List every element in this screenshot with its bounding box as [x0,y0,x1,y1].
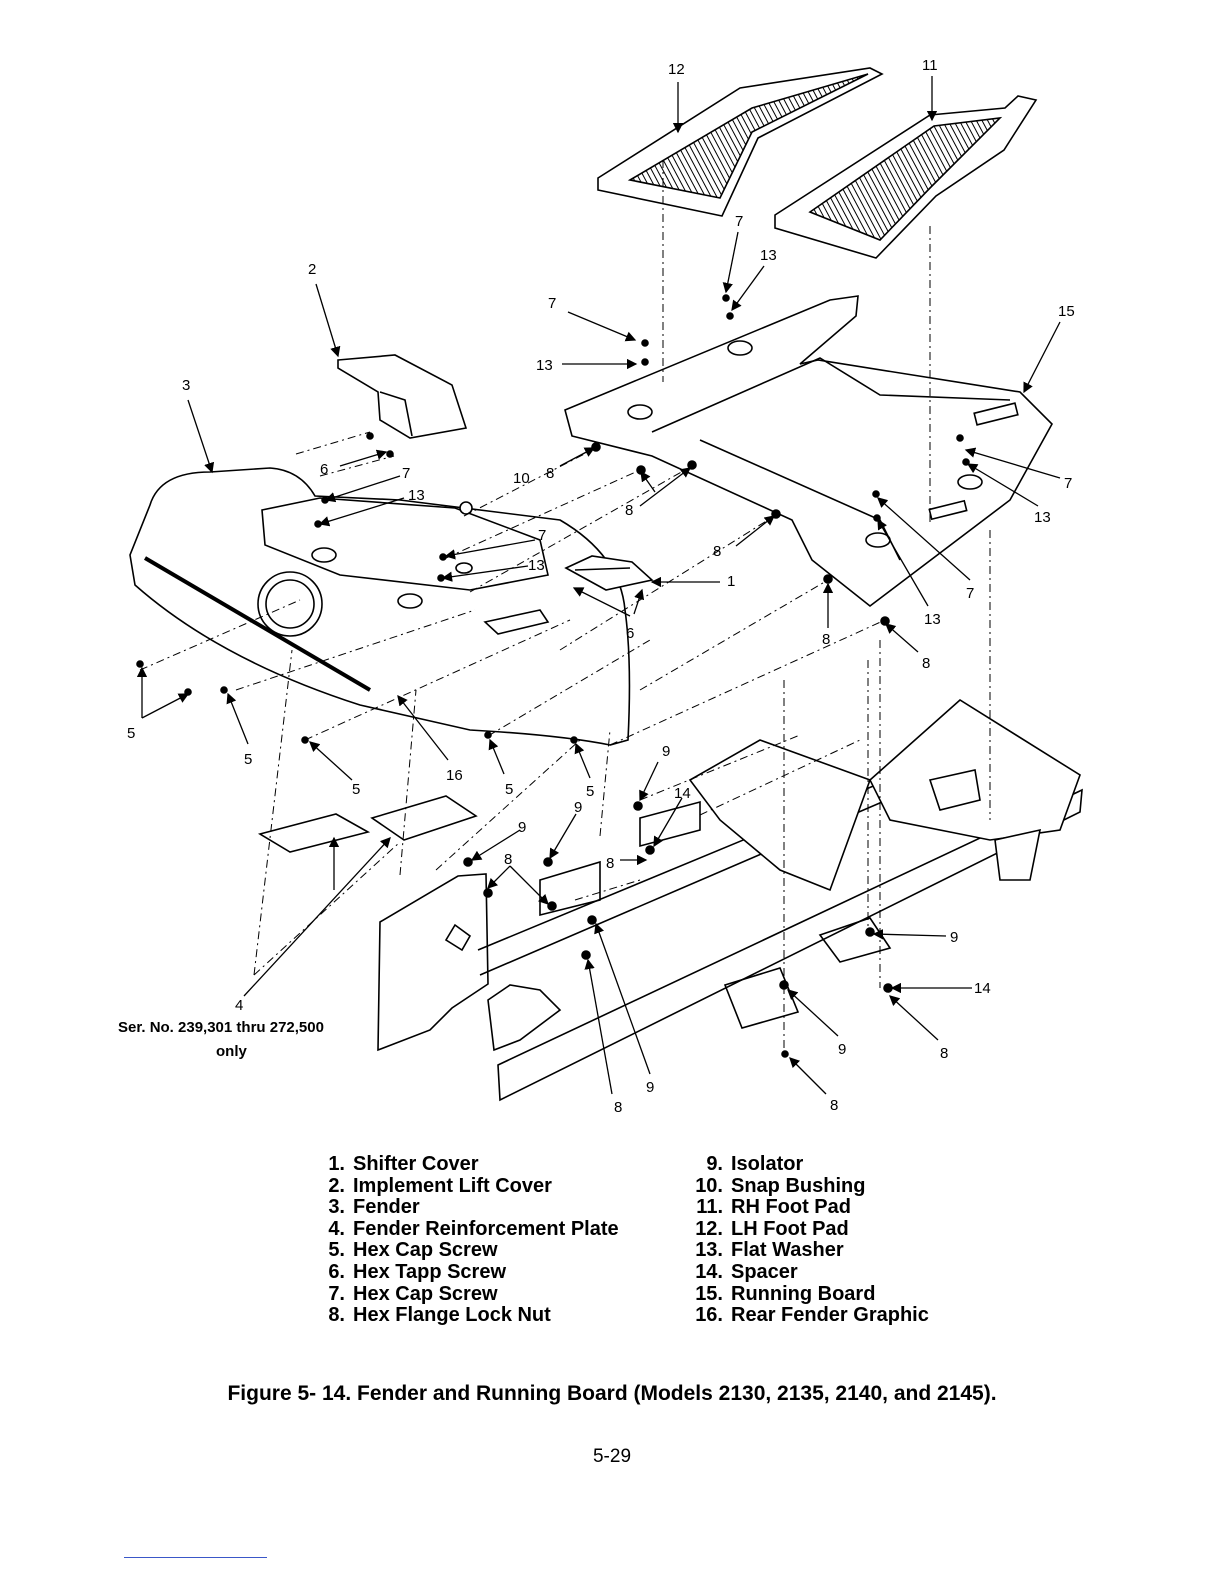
callout-8-h: 8 [940,1045,948,1062]
callout-8-g: 8 [606,855,614,872]
exploded-parts-diagram: 12 11 2 3 15 7 13 7 13 6 7 13 10 8 8 7 1… [118,57,1083,1116]
leader-lines [136,76,1061,1095]
callout-5-d: 5 [505,781,513,798]
shifter-cover [564,555,654,591]
fender-reinforcement-plates [257,795,478,853]
callout-13-f: 13 [924,611,941,628]
legend-item: 14.Spacer [695,1260,798,1283]
lh-foot-pad [597,67,884,217]
callout-2: 2 [308,261,316,278]
callout-3: 3 [182,377,190,394]
footnote-rule [124,1557,267,1558]
legend-item: 3.Fender [328,1196,420,1219]
callout-8-b: 8 [625,502,633,519]
callout-10: 10 [513,470,530,487]
callout-11: 11 [922,57,938,74]
callout-13-d: 13 [528,557,545,574]
callout-8-a: 8 [546,465,554,482]
callout-9-d: 9 [950,929,958,946]
callout-12: 12 [668,61,685,78]
rh-foot-pad [774,95,1038,259]
callout-5-c: 5 [352,781,360,798]
legend-item: 2.Implement Lift Cover [328,1174,552,1197]
callout-7-e: 7 [1064,475,1072,492]
serial-note-line1: Ser. No. 239,301 thru 272,500 [118,1019,324,1036]
legend-item: 10.Snap Bushing [695,1174,866,1197]
callout-7-a: 7 [548,295,556,312]
callout-13-c: 13 [408,487,425,504]
callout-8-d: 8 [822,631,830,648]
legend-item: 15.Running Board [695,1282,876,1305]
callout-9-f: 9 [646,1079,654,1096]
callout-6-b: 6 [626,625,634,642]
legend-item: 13.Flat Washer [695,1239,844,1262]
callout-13-e: 13 [1034,509,1051,526]
implement-lift-cover [337,354,468,439]
frame [377,699,1083,1102]
callout-5-e: 5 [586,783,594,800]
callout-8-j: 8 [830,1097,838,1114]
callout-14-b: 14 [974,980,991,997]
callout-1: 1 [727,573,735,590]
callout-15: 15 [1058,303,1075,320]
callout-5-b: 5 [244,751,252,768]
page-number: 5-29 [592,1446,632,1467]
callout-8-f: 8 [504,851,512,868]
callout-8-c: 8 [713,543,721,560]
callout-9-a: 9 [662,743,670,760]
legend-item: 8.Hex Flange Lock Nut [328,1304,551,1327]
legend-item: 16.Rear Fender Graphic [695,1304,929,1327]
legend-item: 11.RH Foot Pad [696,1196,851,1219]
callout-8-i: 8 [614,1099,622,1116]
serial-note-line2: only [216,1043,247,1060]
callout-8-e: 8 [922,655,930,672]
parts-legend-right: 9.Isolator 10.Snap Bushing 11.RH Foot Pa… [690,1153,929,1327]
legend-item: 4.Fender Reinforcement Plate [328,1217,619,1240]
callout-7-c: 7 [402,465,410,482]
legend-item: 5.Hex Cap Screw [328,1239,498,1262]
parts-legend-left: 1.Shifter Cover 2.Implement Lift Cover 3… [312,1153,619,1327]
legend-item: 6.Hex Tapp Screw [328,1260,507,1283]
callout-13-b: 13 [760,247,777,264]
callout-13-a: 13 [536,357,553,374]
figure-caption: Figure 5- 14. Fender and Running Board (… [227,1382,997,1405]
fasteners [136,294,970,1058]
callout-16: 16 [446,767,463,784]
legend-item: 9.Isolator [706,1153,804,1175]
callout-14-a: 14 [674,785,691,802]
legend-item: 1.Shifter Cover [328,1153,479,1175]
callout-9-b: 9 [574,799,582,816]
callout-9-c: 9 [518,819,526,836]
callout-5-a: 5 [127,725,135,742]
callout-7-d: 7 [538,527,546,544]
fender [129,467,631,746]
legend-item: 7.Hex Cap Screw [328,1282,498,1305]
callout-6-a: 6 [320,461,328,478]
callout-7-f: 7 [966,585,974,602]
callout-7-b: 7 [735,213,743,230]
callout-labels: 12 11 2 3 15 7 13 7 13 6 7 13 10 8 8 7 1… [118,57,1075,1116]
running-board [564,295,1053,608]
legend-item: 12.LH Foot Pad [695,1217,849,1240]
callout-9-e: 9 [838,1041,846,1058]
callout-4: 4 [235,997,243,1014]
